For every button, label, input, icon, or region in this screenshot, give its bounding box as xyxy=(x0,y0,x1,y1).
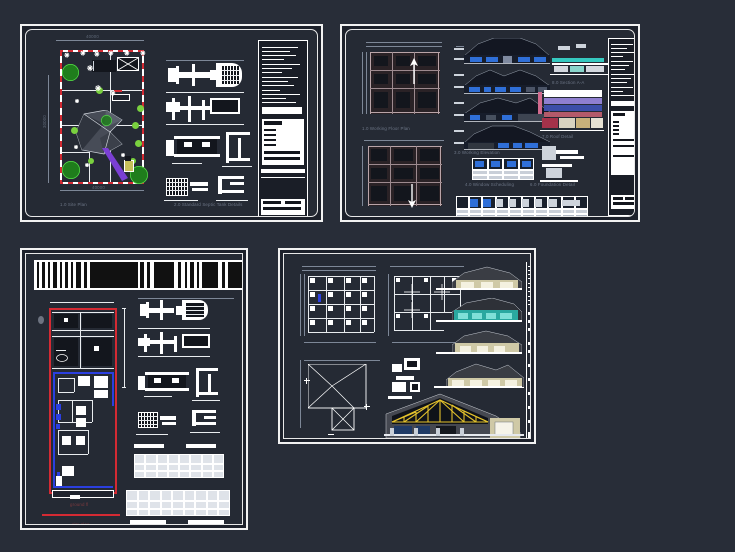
label-site-plan-bottom: site plan xyxy=(72,522,90,525)
label-section-aa: 8.0 Section A-A xyxy=(552,80,585,85)
sheet-1-canvas: 40000 30000 40000 xyxy=(25,29,318,217)
annotation-ellipse xyxy=(56,354,68,362)
elevation-rear xyxy=(464,69,550,94)
sheet-working-drawings[interactable]: 1.0 Working Floor Plan xyxy=(340,24,640,222)
sheet-1-title-block xyxy=(258,40,308,216)
elevation-colored-3 xyxy=(452,330,522,354)
schedule-table-upper xyxy=(134,454,224,478)
north-arrow-icon xyxy=(410,58,418,84)
label-septic-tank-details: 2.0 Standard Septic Tank Details xyxy=(174,202,243,207)
carport-x-icon xyxy=(117,57,139,71)
schedule-table-lower xyxy=(126,490,230,516)
sheet-4-title-block xyxy=(526,262,530,438)
elevation-left xyxy=(464,97,550,122)
framing-cross xyxy=(404,284,420,300)
framing-cross xyxy=(434,284,450,300)
roof-plan-drawing xyxy=(298,356,382,438)
label-foundation-detail: 6.0 Foundation Detail xyxy=(530,182,575,187)
roof-truss-section xyxy=(384,393,524,438)
label-working-floor-plan: 1.0 Working Floor Plan xyxy=(362,126,410,131)
hip-roof-plan xyxy=(308,364,367,431)
elevation-colored-1 xyxy=(452,266,522,290)
label-ground-floor: ground fl xyxy=(70,502,89,507)
structural-plan-upper xyxy=(298,264,380,346)
label-roof-detail: 7.0 Roof Detail xyxy=(542,134,574,139)
foundation-north-arrow-icon xyxy=(408,184,416,208)
sheet-2-title-block xyxy=(608,38,634,216)
sheet-4-canvas xyxy=(283,253,531,439)
elevation-front xyxy=(464,38,550,64)
label-site-plan: 1.0 Site Plan xyxy=(60,202,87,207)
working-floor-plan-drawing xyxy=(360,40,448,120)
sheet-site-plan-and-septic[interactable]: 40000 30000 40000 xyxy=(20,24,323,222)
walkway-path xyxy=(102,148,128,181)
palm-symbol xyxy=(62,50,72,60)
label-window-scheduling: 4.0 Window Scheduling xyxy=(465,182,515,187)
elevation-colored-4 xyxy=(446,363,524,388)
sheet-3-canvas: ground fl site plan xyxy=(25,253,243,525)
sheet-site-layout-and-schedules[interactable]: ground fl site plan xyxy=(20,248,248,530)
structural-plan-roof-framing xyxy=(386,264,468,346)
framing-cross xyxy=(404,302,420,318)
sheet-2-canvas: 1.0 Working Floor Plan xyxy=(345,29,635,217)
working-foundation-plan-drawing xyxy=(360,138,448,216)
elevation-colored-2 xyxy=(452,298,522,322)
elevation-right xyxy=(464,125,550,150)
sheet-structural-and-elevations[interactable] xyxy=(278,248,536,444)
label-working-elevation: 3.0 Working Elevation xyxy=(454,150,500,155)
